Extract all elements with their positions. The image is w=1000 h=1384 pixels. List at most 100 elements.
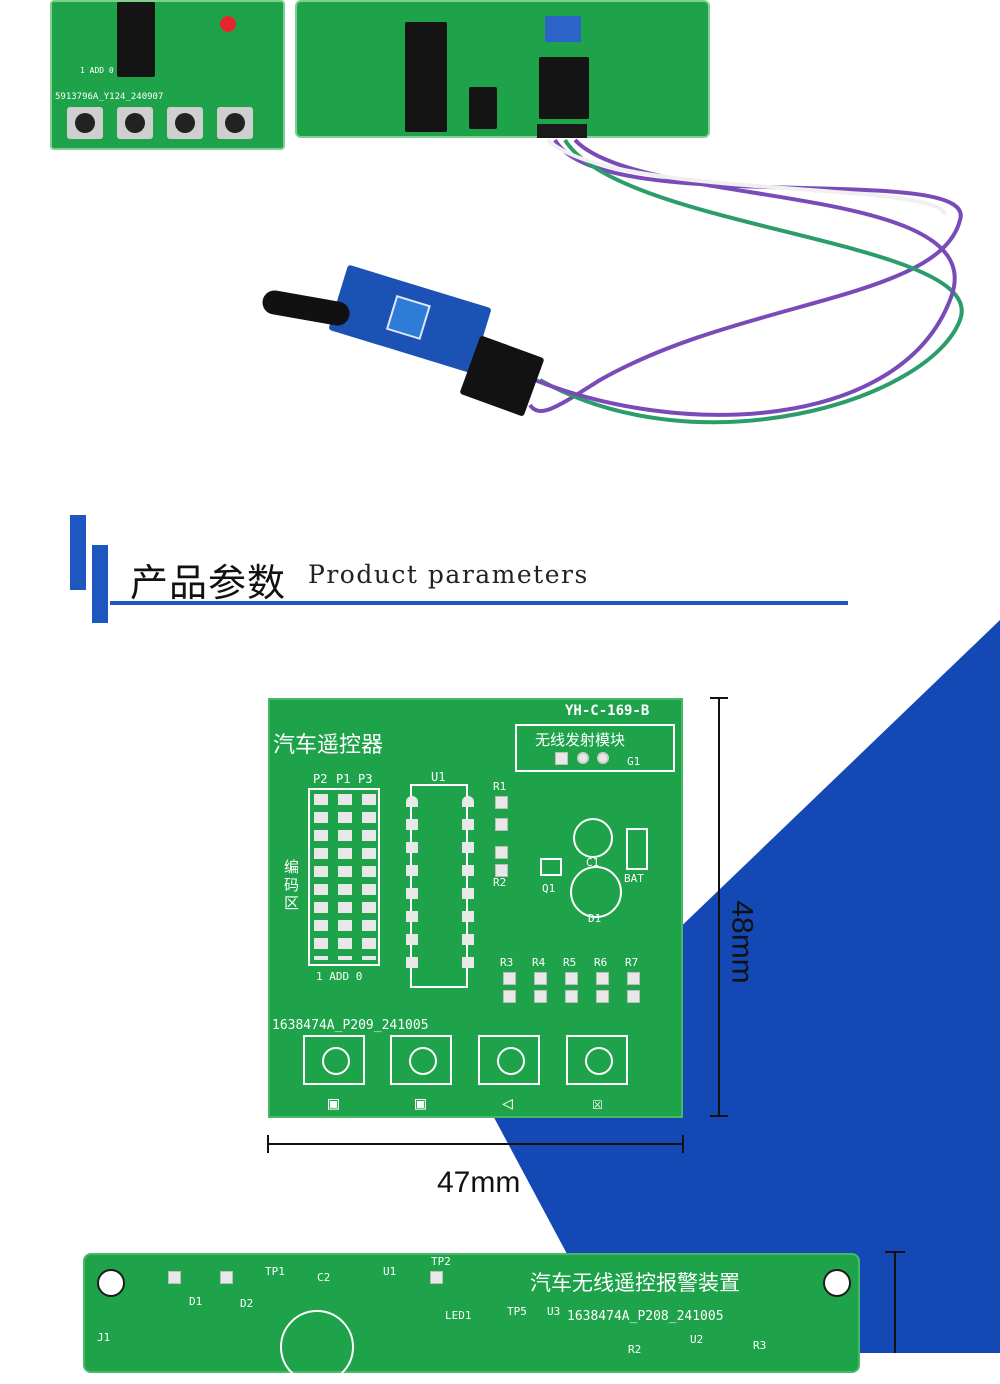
board-serial: 1638474A_P209_241005 (272, 1018, 429, 1033)
product-photo: 1 ADD 0 5913796A_Y124_240907 (0, 0, 1000, 490)
ref-d2: D2 (240, 1297, 254, 1310)
pad (627, 990, 640, 1003)
potentiometer (545, 16, 581, 42)
wires (528, 138, 964, 425)
ref-tp1: TP1 (265, 1265, 285, 1278)
unlock-icon: ▣ (415, 1093, 426, 1114)
ic-chip (469, 87, 497, 129)
board-serial: 5913796A_Y124_240907 (55, 92, 164, 102)
coding-labels: 1 ADD 0 (80, 66, 114, 75)
pad (503, 990, 516, 1003)
ref-tp2: TP2 (431, 1255, 451, 1268)
pad (430, 1271, 443, 1284)
speaker-icon: ◁ (502, 1093, 513, 1114)
ref-r2: R2 (628, 1343, 642, 1356)
pad (534, 990, 547, 1003)
mounting-hole (97, 1269, 125, 1297)
background-diagonal (490, 620, 1000, 1353)
pad (596, 972, 609, 985)
header-label: P3 (358, 772, 373, 786)
tactile-button (167, 107, 203, 139)
capacitor-outline (573, 818, 613, 858)
header-label: P1 (336, 772, 351, 786)
pad (503, 972, 516, 985)
ref-r2: R2 (493, 876, 507, 889)
potentiometer (385, 294, 431, 340)
ic-label: U1 (431, 770, 446, 784)
pad (534, 972, 547, 985)
ref-r3: R3 (753, 1339, 767, 1352)
lock-icon: ▣ (328, 1093, 339, 1114)
ref-tp5: TP5 (507, 1305, 527, 1318)
pad (627, 972, 640, 985)
ref-u1: U1 (383, 1265, 397, 1278)
tactile-button (117, 107, 153, 139)
board-title: 汽车遥控器 (273, 733, 384, 758)
pcb-board-main: YH-C-169-B 汽车遥控器 无线发射模块 G1 P2 P1 P3 编码区 … (268, 698, 683, 1118)
coding-area-label: 编码区 (284, 858, 300, 912)
mounting-hole (823, 1269, 851, 1297)
module-label: 无线发射模块 (535, 731, 626, 749)
pcb-board-top-right (295, 0, 710, 138)
section-title-en: Product parameters (308, 560, 589, 589)
ref-bat: BAT (624, 872, 644, 885)
ref-u2: U2 (690, 1333, 704, 1346)
pad (565, 972, 578, 985)
pad (596, 990, 609, 1003)
dimension-lines (885, 1251, 905, 1353)
ref-r1: R1 (493, 780, 507, 793)
ic-chip (405, 22, 447, 132)
ref-led1: LED1 (445, 1309, 472, 1322)
pad (495, 796, 508, 809)
pad (565, 990, 578, 1003)
ref-r5: R5 (563, 956, 577, 969)
ref-r3: R3 (500, 956, 514, 969)
board-title: 汽车无线遥控报警装置 (530, 1271, 740, 1295)
module-box: 无线发射模块 G1 (515, 724, 675, 772)
height-dimension: 48mm (725, 900, 759, 984)
ref-d1: D1 (189, 1295, 203, 1308)
ref-q1: Q1 (542, 882, 556, 895)
ref-j1: J1 (97, 1331, 111, 1344)
button-footprint (303, 1035, 365, 1085)
pad (597, 752, 609, 764)
ref-g1: G1 (627, 755, 641, 768)
board-model: YH-C-169-B (565, 703, 650, 719)
transistor-outline (540, 858, 562, 876)
pad (577, 752, 589, 764)
coding-labels: 1 ADD 0 (316, 970, 363, 983)
dimension-lines (267, 697, 728, 1153)
button-footprint (390, 1035, 452, 1085)
mute-icon: ☒ (592, 1093, 603, 1114)
pad (555, 752, 568, 765)
pcb-board-top-left: 1 ADD 0 5913796A_Y124_240907 (50, 0, 285, 150)
button-footprint (478, 1035, 540, 1085)
tactile-button (217, 107, 253, 139)
pcb-board-bottom: 汽车无线遥控报警装置 1638474A_P208_241005 TP1 C2 U… (83, 1253, 860, 1384)
ref-r7: R7 (625, 956, 639, 969)
pad (168, 1271, 181, 1284)
heading-accent-bar (70, 515, 86, 590)
width-dimension: 47mm (437, 1166, 521, 1199)
button-footprint (566, 1035, 628, 1085)
pin-header-outline (308, 788, 380, 966)
ref-c1: C1 (586, 856, 600, 869)
ref-c2: C2 (317, 1271, 331, 1284)
heading-underline (110, 601, 848, 605)
ic-chip (539, 57, 589, 119)
ref-u3: U3 (547, 1305, 561, 1318)
pad (495, 846, 508, 859)
header-label: P2 (313, 772, 328, 786)
pad (220, 1271, 233, 1284)
capacitor-outline (280, 1310, 354, 1384)
ic-footprint (406, 784, 474, 988)
ref-d1: D1 (588, 912, 602, 925)
ref-r6: R6 (594, 956, 608, 969)
led-red (220, 16, 236, 32)
ic-chip (117, 2, 155, 77)
pad (495, 818, 508, 831)
wire-connector (537, 124, 587, 138)
heading-accent-bar (92, 545, 108, 623)
battery-connector (626, 828, 648, 870)
tactile-button (67, 107, 103, 139)
